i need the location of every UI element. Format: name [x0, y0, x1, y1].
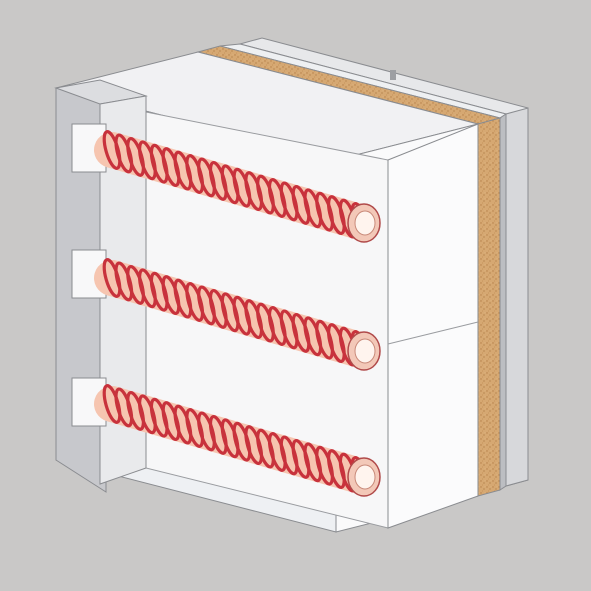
coil-pipe-bore	[354, 464, 376, 490]
heating-coil	[94, 384, 381, 497]
coil-pipe-bore	[354, 338, 376, 364]
cork-insulation-layer	[196, 45, 502, 497]
heating-coils	[94, 130, 381, 497]
coil-pipe-bore	[354, 210, 376, 236]
heating-coil	[94, 258, 381, 371]
heating-coil	[94, 130, 381, 243]
